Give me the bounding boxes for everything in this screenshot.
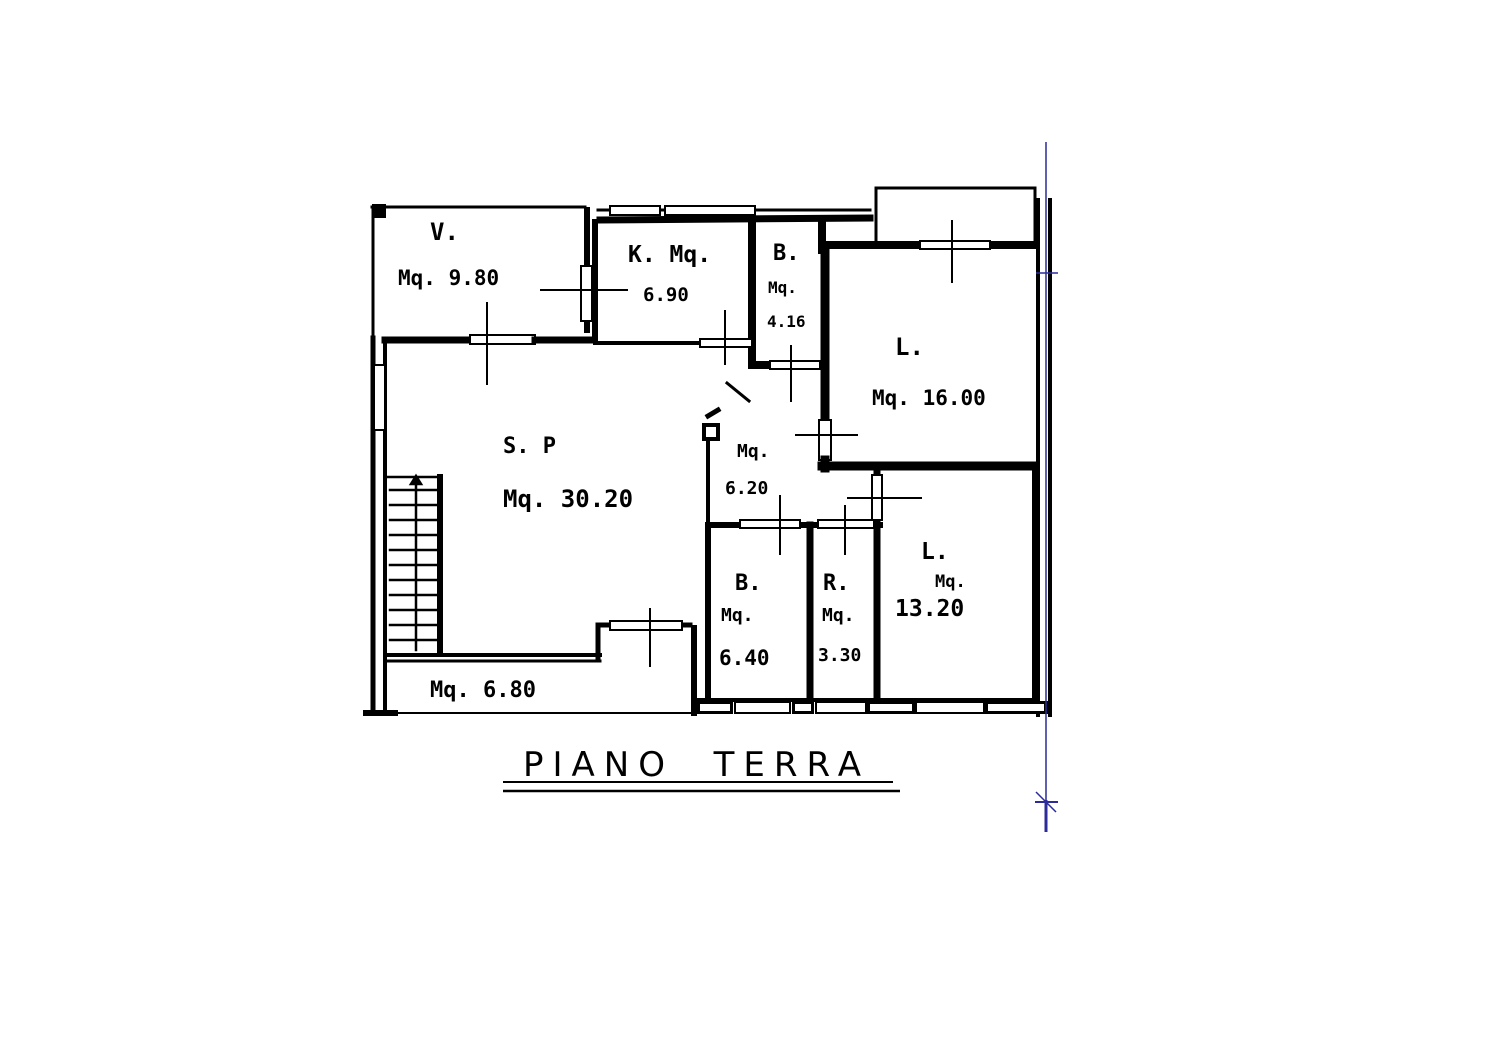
title-underline: [503, 781, 900, 793]
room-area-prefix-storage: Mq.: [822, 605, 855, 626]
room-code-living: S. P: [503, 434, 556, 459]
drawing-title: PIANO TERRA: [523, 745, 870, 785]
room-area-storage: 3.30: [818, 645, 862, 666]
opening-marks: [486, 220, 953, 667]
room-code-kitchen: K. Mq.: [628, 242, 712, 268]
room-code-bath-bottom: B.: [735, 571, 762, 596]
room-code-bedroom-bottom: L.: [921, 539, 949, 565]
room-area-veranda: Mq. 9.80: [398, 266, 500, 290]
room-area-bath-bottom: 6.40: [719, 646, 770, 670]
room-code-storage: R.: [823, 571, 850, 596]
room-area-hall: 6.20: [725, 478, 769, 499]
room-code-bedroom-top: L.: [895, 333, 924, 361]
section-line: [1035, 142, 1058, 832]
room-code-veranda: V.: [430, 218, 459, 246]
room-area-prefix-hall: Mq.: [737, 441, 770, 462]
room-area-bedroom-top: Mq. 16.00: [872, 386, 986, 410]
room-area-kitchen: 6.90: [643, 284, 689, 306]
room-area-porch: Mq. 6.80: [430, 678, 536, 703]
staircase: [386, 473, 443, 653]
walls: [363, 186, 1052, 717]
room-area-prefix-bath-bottom: Mq.: [721, 605, 754, 626]
room-code-bath-top: B.: [773, 241, 800, 266]
room-area-living: Mq. 30.20: [503, 485, 634, 513]
room-area-bath-top: 4.16: [767, 312, 806, 331]
room-area-prefix-bedroom-bottom: Mq.: [935, 572, 966, 592]
room-area-bedroom-bottom: 13.20: [895, 596, 965, 622]
room-area-prefix-bath-top: Mq.: [768, 278, 797, 297]
